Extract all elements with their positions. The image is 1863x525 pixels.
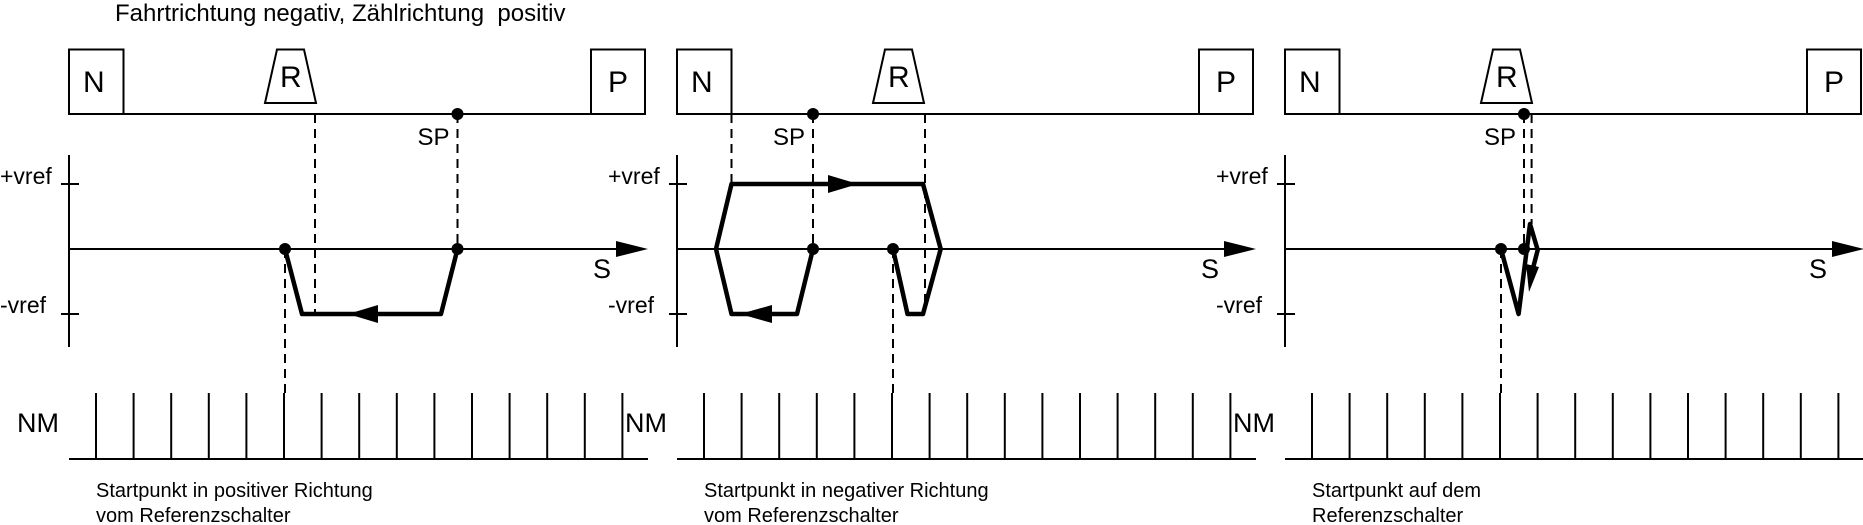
pos-limit-switch [590, 48, 646, 115]
velocity-profile [1498, 221, 1540, 317]
s-axis-arrow-icon [1832, 241, 1863, 257]
direction-arrow-icon [828, 175, 858, 193]
plus-vref-label: +vref [1216, 163, 1268, 189]
pos-limit-switch [1806, 48, 1862, 115]
ref-switch-label: R [280, 61, 302, 94]
event-dot [451, 243, 464, 255]
neg-limit-label: N [83, 66, 105, 99]
caption-line-1: Startpunkt in negativer Richtung [704, 480, 989, 502]
ref-switch-label: R [1496, 61, 1518, 94]
ref-switch [1479, 48, 1534, 104]
caption-line-1: Startpunkt in positiver Richtung [96, 480, 373, 502]
direction-arrow-icon [740, 305, 772, 323]
event-dot [887, 243, 899, 255]
pos-limit-label: P [608, 66, 628, 99]
panel-3: N R P SP +vref -vref S NM Startpunkt auf demRefe… [1216, 48, 1863, 525]
zero-marks-label: NM [17, 408, 59, 438]
panel-1: N R P SP +vref -vref S NM Startpunkt in positive… [0, 48, 648, 525]
plus-vref-label: +vref [0, 163, 52, 189]
caption-line-2: vom Referenzschalter [96, 505, 291, 525]
diagram-title: Fahrtrichtung negativ, Zählrichtung posi… [115, 0, 565, 27]
s-axis-label: S [1201, 254, 1219, 284]
direction-arrow-icon [348, 305, 378, 323]
minus-vref-label: -vref [0, 292, 47, 318]
caption-line-1: Startpunkt auf dem [1312, 480, 1481, 502]
caption-line-2: Referenzschalter [1312, 505, 1464, 525]
plus-vref-label: +vref [608, 163, 660, 189]
neg-limit-switch [68, 48, 125, 115]
direction-arrow-icon [1526, 264, 1539, 292]
pos-limit-switch [1198, 48, 1254, 115]
start-point-label: SP [418, 124, 450, 151]
pos-limit-label: P [1824, 66, 1844, 99]
ref-switch [263, 48, 318, 104]
neg-limit-switch [1284, 48, 1341, 115]
zero-marks-label: NM [1233, 408, 1275, 438]
start-point-label: SP [773, 124, 805, 151]
event-dot [279, 243, 291, 255]
minus-vref-label: -vref [1216, 292, 1263, 318]
velocity-profile [282, 248, 460, 317]
s-axis-label: S [593, 254, 611, 284]
event-dot [1495, 243, 1507, 255]
s-axis-arrow-icon [1224, 241, 1256, 257]
s-axis-label: S [1809, 254, 1827, 284]
caption-line-2: vom Referenzschalter [704, 505, 899, 525]
ref-switch [871, 48, 926, 104]
pos-limit-label: P [1216, 66, 1236, 99]
neg-limit-switch [676, 48, 733, 115]
event-dot [1518, 243, 1530, 255]
panel-2: N R P SP +vref -vref S NM Startpunkt in negative… [608, 48, 1256, 525]
neg-limit-label: N [691, 66, 713, 99]
ref-switch-label: R [888, 61, 910, 94]
s-axis-arrow-icon [616, 241, 648, 257]
start-point-label: SP [1484, 124, 1516, 151]
neg-limit-label: N [1299, 66, 1321, 99]
minus-vref-label: -vref [608, 292, 655, 318]
zero-marks-label: NM [625, 408, 667, 438]
event-dot [807, 243, 819, 255]
